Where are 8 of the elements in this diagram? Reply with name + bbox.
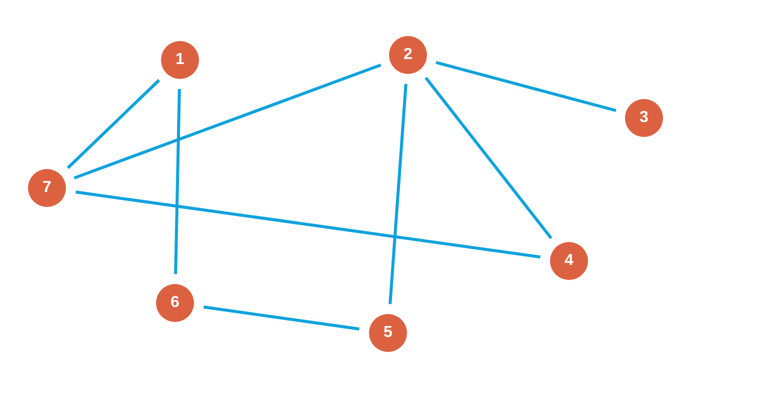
connector-line [74,64,382,180]
connector-line [66,79,160,169]
connector-line [174,88,181,274]
connector-line [76,190,540,258]
connector-line [436,61,616,112]
connector-line [424,76,552,240]
connector-line [204,306,360,330]
connector-line [388,84,408,304]
